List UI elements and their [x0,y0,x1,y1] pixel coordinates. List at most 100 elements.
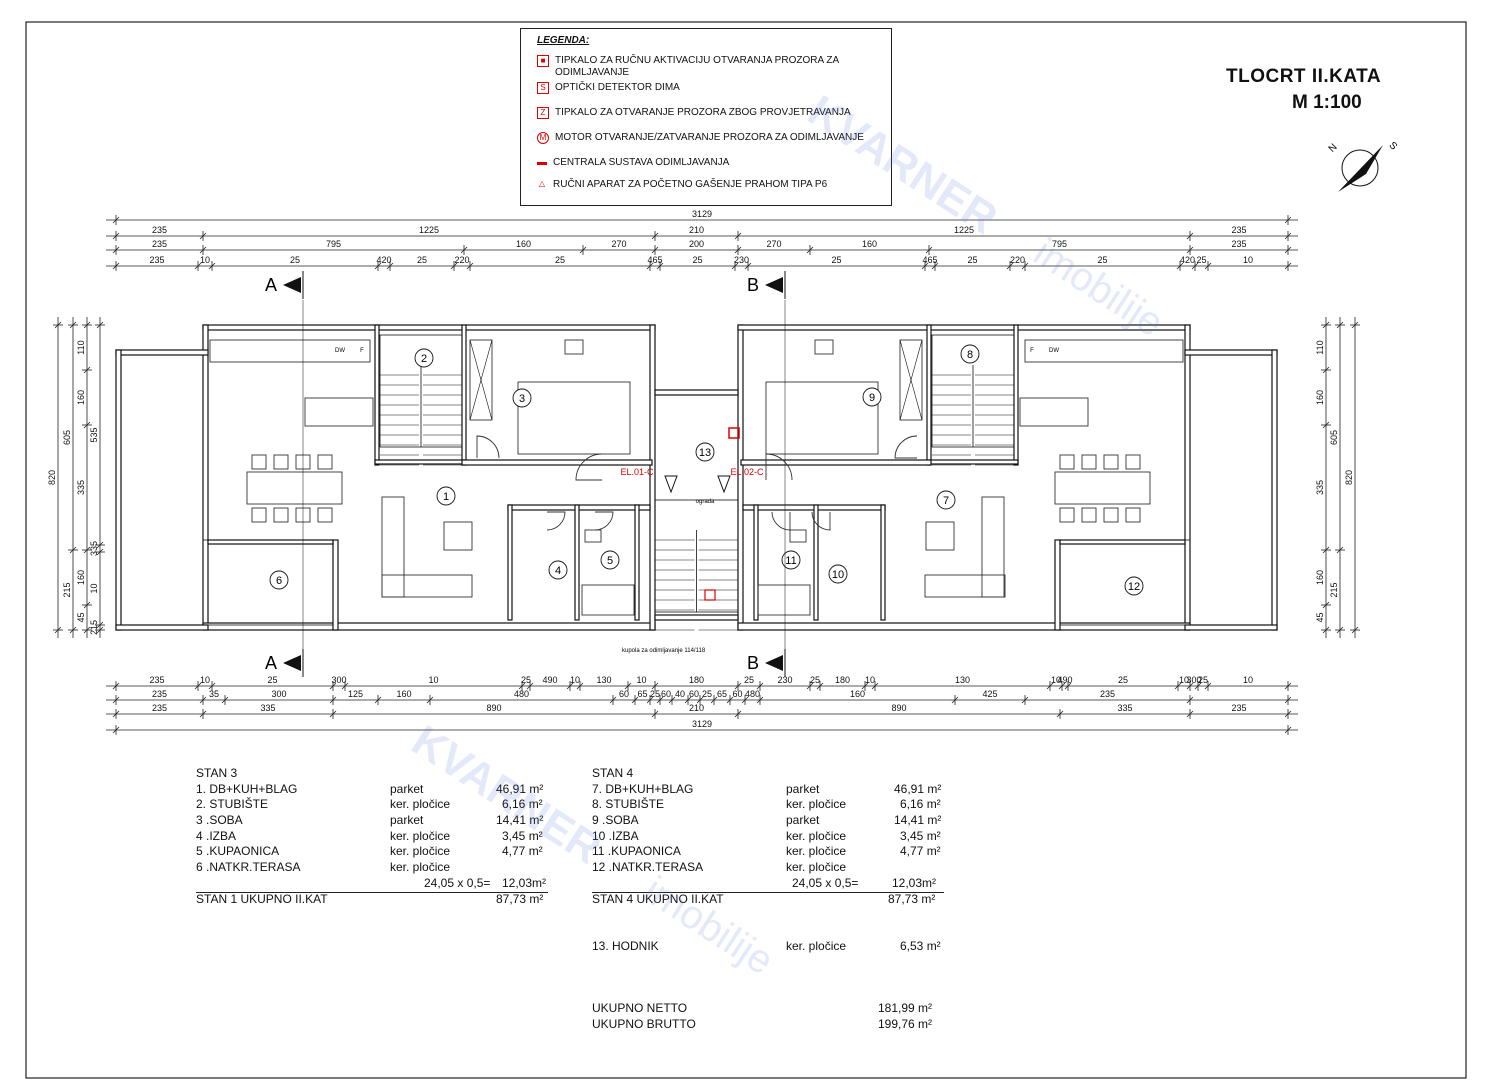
room-area: 14,41 m² [496,813,544,828]
room-name: 13. HODNIK [592,938,659,953]
chair [273,507,289,523]
dimension-label: 235 [1231,225,1246,235]
dimension-label: 60 [732,689,742,699]
wall [737,324,744,631]
sofa [381,574,473,598]
wall [202,324,656,331]
fridge-label: F [360,348,364,354]
kitchen-counter [209,339,371,363]
terrace-left [120,354,204,626]
room-area: 4,77 m² [900,844,941,859]
chair [1081,454,1097,470]
covered-terrace-right [1059,539,1191,626]
total-label: STAN 1 UKUPNO II.KAT [196,891,328,906]
dimension-label: 25 [290,255,300,265]
room-name: 8. STUBIŠTE [592,797,665,812]
section-arrow-icon [283,655,301,671]
section-letter: A [265,653,277,673]
dimension-label: 420 [1180,255,1195,265]
wall [207,539,334,545]
wall [880,504,886,621]
room-number: 1 [443,491,449,503]
room-tag [600,550,620,570]
dimension-label: 235 [149,255,164,265]
dimension-label: 10 [636,675,646,685]
table-row: 24,05 x 0,5=12,03m² [196,876,556,892]
dimension-label: 10 [200,675,210,685]
kitchen-counter [1024,339,1184,363]
dimension-label: 65 [637,689,647,699]
dimension-label: 10 [570,675,580,685]
dimension-label: 215 [62,582,72,597]
chair [317,454,333,470]
dimension-label: 25 [692,255,702,265]
room-number: 7 [943,495,949,507]
dimension-label: 3129 [692,719,712,729]
dimension-label: 25 [1198,675,1208,685]
dimension-label: 235 [152,703,167,713]
room-area: 3,45 m² [900,828,941,843]
dimension-label: 335 [1117,703,1132,713]
bed [765,381,879,455]
room-name: 12 .NATKR.TERASA [592,860,704,875]
toilet [789,529,807,543]
dimension-label: 605 [62,430,72,445]
section-letter: A [265,275,277,295]
wall [1184,324,1191,631]
dimension-label: 10 [200,255,210,265]
wall [574,504,580,621]
nightstand [814,339,834,355]
netto-value: 181,99 m² [878,1001,933,1016]
extinguisher-icon: △ [538,179,546,188]
dimension-label: 160 [850,689,865,699]
dimension-label: 25 [1196,255,1206,265]
room-name: 2. STUBIŠTE [196,797,269,812]
dimension-label: 270 [611,239,626,249]
dimension-label: 60 [661,689,671,699]
room-number: 10 [832,569,844,581]
control-panel-icon: — [537,157,547,165]
dimension-label: 130 [955,675,970,685]
dimension-label: 160 [516,239,531,249]
room-area: 6,16 m² [900,797,941,812]
dimension-label: 10 [428,675,438,685]
wall [1013,324,1019,466]
dimension-label: 425 [982,689,997,699]
wall [374,324,380,466]
dimension-label: 235 [149,675,164,685]
covered-terrace-left [202,539,334,626]
push-button-icon: ■ [537,55,549,67]
room-name: 11 .KUPAONICA [592,844,681,859]
wall [461,459,653,466]
wall [740,459,932,466]
dimension-label: 10 [1051,675,1061,685]
room-name: 4 .IZBA [196,828,237,843]
room-number: 13 [699,447,711,459]
room-tag [862,387,882,407]
room-number: 5 [607,555,613,567]
dimension-label: 605 [1329,430,1339,445]
dimension-label: 300 [1186,675,1201,685]
sofa [981,496,1005,598]
compass-ring [1341,149,1379,187]
sofa [924,574,1006,598]
staircase-center [654,499,739,631]
room-tag [548,560,568,580]
wall [507,504,513,621]
dimension-label: 160 [1315,390,1325,405]
dimension-label: 160 [76,390,86,405]
dimension-label: 10 [1243,675,1253,685]
room-name: 3 .SOBA [196,813,243,828]
vent-button-icon: Z [537,107,549,119]
dimension-label: 35 [209,689,219,699]
chair [1059,507,1075,523]
dimension-label: 10 [1243,255,1253,265]
room-tag [269,570,289,590]
